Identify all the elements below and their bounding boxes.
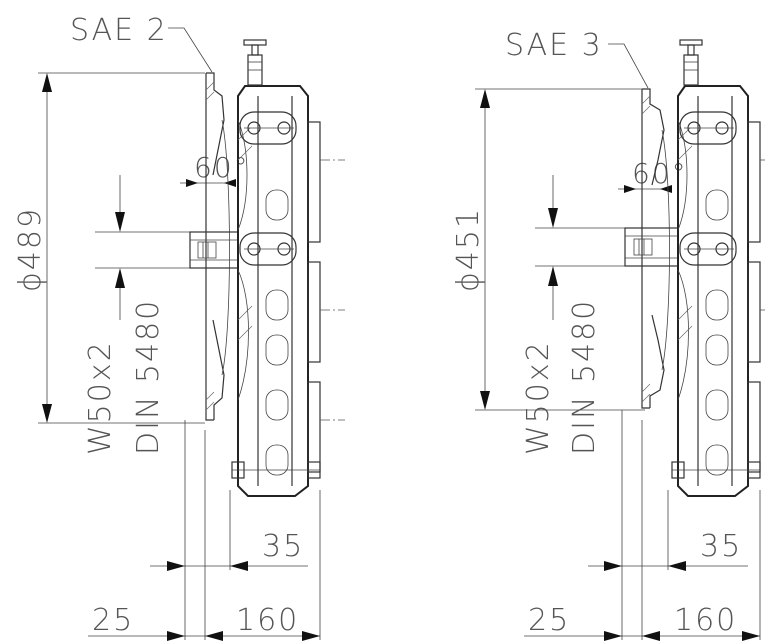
left-drawing: SAE 2 ϕ489 W50x2 DIN 5480 60°: [13, 13, 345, 641]
spline-label-1-left: W50x2: [83, 340, 118, 455]
dim-160-right: 160: [674, 603, 737, 638]
sae-label-right: SAE 3: [505, 28, 603, 63]
bolt-holes-right: [679, 111, 737, 266]
sae-leader-left: [168, 27, 213, 73]
shaft-right: [624, 227, 679, 267]
breather-right: [679, 39, 703, 86]
housing-left: [231, 85, 345, 497]
dim-160-left: 160: [236, 603, 299, 638]
dim-25-left: 25: [92, 603, 134, 638]
diameter-label-left: ϕ489: [13, 207, 48, 292]
housing-right: [671, 85, 765, 497]
shaft-left: [189, 231, 239, 269]
dim-35-left: 35: [262, 529, 304, 564]
right-drawing: SAE 3 ϕ451 W50x2 DIN 5480 60°: [451, 28, 765, 641]
dim-25-right: 25: [528, 603, 570, 638]
breather-left: [243, 39, 267, 86]
flange-right: [641, 88, 670, 409]
spline-label-2-left: DIN 5480: [131, 299, 166, 455]
dim-35-right: 35: [700, 529, 742, 564]
angle-label-right: 60°: [632, 157, 688, 190]
angle-label-left: 60°: [194, 151, 250, 184]
diameter-label-right: ϕ451: [451, 207, 486, 292]
sae-label-left: SAE 2: [70, 13, 168, 48]
sae-leader-right: [608, 43, 649, 89]
spline-label-1-right: W50x2: [521, 340, 556, 455]
flange-left: [205, 72, 230, 421]
spline-label-2-right: DIN 5480: [567, 299, 602, 455]
bolt-holes-left: [239, 111, 297, 266]
